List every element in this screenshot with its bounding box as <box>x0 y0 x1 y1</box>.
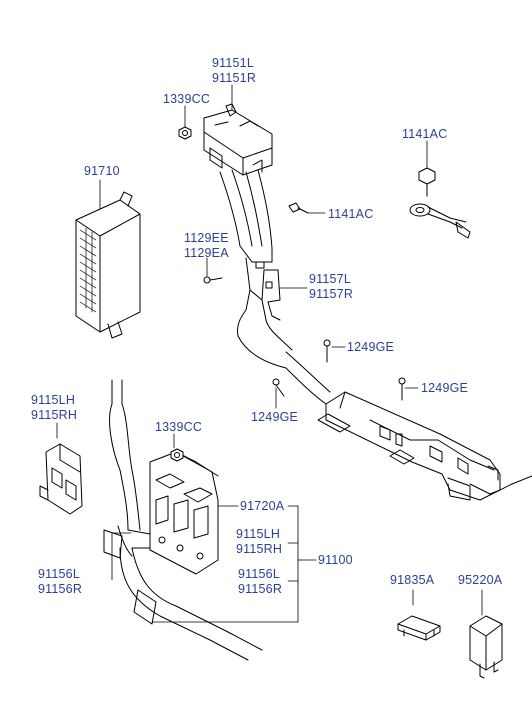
bolt-mid-part <box>288 202 309 214</box>
relay-part <box>469 615 503 679</box>
fuse-blade-part <box>397 615 441 641</box>
label-screws-mid[interactable]: 1129EE 1129EA <box>184 231 229 261</box>
junction-block-part <box>149 451 219 575</box>
label-clip-far-right[interactable]: 1249GE <box>421 381 469 395</box>
label-bolt-mid[interactable]: 1141AC <box>328 207 374 221</box>
leader-lines <box>56 84 483 623</box>
clip-right-part <box>323 339 331 363</box>
label-callout-bracket-rh: 9115RH <box>236 542 283 556</box>
harness-lower-left <box>103 379 263 661</box>
label-nut-lower[interactable]: 1339CC <box>155 420 203 434</box>
bolt-ring-part <box>409 167 471 239</box>
label-junction-block[interactable]: 91720A <box>240 499 285 513</box>
label-wire-connector[interactable]: 91157L 91157R <box>309 272 353 302</box>
label-clip-mid[interactable]: 1249GE <box>251 410 299 424</box>
label-nut-top[interactable]: 1339CC <box>163 92 211 106</box>
label-fuse-block[interactable]: 91710 <box>84 164 120 178</box>
label-harness-left-l: 91156L <box>38 567 80 581</box>
label-clip-right[interactable]: 1249GE <box>347 340 395 354</box>
nut-lower-part <box>170 448 184 462</box>
label-callout-bracket-lh: 9115LH <box>236 527 281 541</box>
label-bolt-ring[interactable]: 1141AC <box>402 127 448 141</box>
label-screws-ea: 1129EA <box>184 246 229 260</box>
label-callout-bracket[interactable]: 9115LH 9115RH <box>236 527 282 557</box>
label-harness-left-r: 91156R <box>38 582 83 596</box>
bracket-left-part <box>39 443 83 515</box>
label-wire-connector-l: 91157L <box>309 272 351 286</box>
nut-top-part <box>178 126 192 140</box>
label-harness-left[interactable]: 91156L 91156R <box>38 567 82 597</box>
label-bracket-top-r: 91151R <box>212 71 257 85</box>
label-relay[interactable]: 95220A <box>458 573 503 587</box>
harness-upper <box>219 169 331 405</box>
label-assembly[interactable]: 91100 <box>318 553 353 567</box>
label-bracket-left[interactable]: 9115LH 9115RH <box>31 393 77 423</box>
label-wire-connector-r: 91157R <box>309 287 354 301</box>
screws-mid-part <box>203 276 223 284</box>
clip-far-right-part <box>398 377 406 401</box>
label-screws-ee: 1129EE <box>184 231 229 245</box>
label-bracket-left-lh: 9115LH <box>31 393 76 407</box>
clip-mid-part <box>272 378 285 397</box>
harness-lower-right <box>317 391 532 501</box>
fuse-block-part <box>75 191 141 339</box>
label-bracket-top[interactable]: 91151L 91151R <box>212 56 256 86</box>
label-callout-harness-r: 91156R <box>238 582 283 596</box>
label-bracket-top-l: 91151L <box>212 56 254 70</box>
label-callout-harness-l: 91156L <box>238 567 280 581</box>
label-fuse-blade[interactable]: 91835A <box>390 573 435 587</box>
bracket-top-part <box>203 103 273 176</box>
label-bracket-left-rh: 9115RH <box>31 408 78 422</box>
label-callout-harness[interactable]: 91156L 91156R <box>238 567 282 597</box>
